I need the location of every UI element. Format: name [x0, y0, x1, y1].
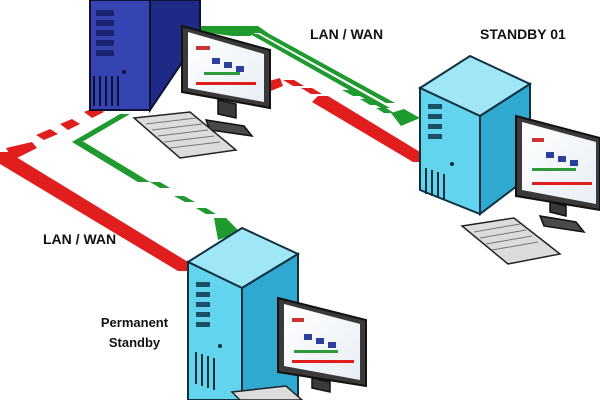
primary-workstation-icon [132, 24, 271, 159]
standby01-workstation-icon [460, 114, 600, 265]
permanent-standby-workstation-icon [230, 296, 367, 400]
standby-01-label: STANDBY 01 [480, 26, 566, 42]
link-primary-to-standby01 [188, 26, 420, 126]
link-standby01-to-primary [258, 78, 420, 162]
link-primary-to-permanent [72, 114, 240, 240]
network-label-left: LAN / WAN [43, 231, 117, 247]
standby01-server-icon [417, 54, 533, 217]
permanent-standby-label-line1: Permanent [100, 315, 169, 330]
network-label-top: LAN / WAN [310, 26, 384, 42]
permanent-standby-label-line2: Standby [108, 335, 161, 350]
permanent-standby-label: Permanent Standby [92, 313, 177, 353]
permanent-standby-server-icon [185, 226, 301, 400]
